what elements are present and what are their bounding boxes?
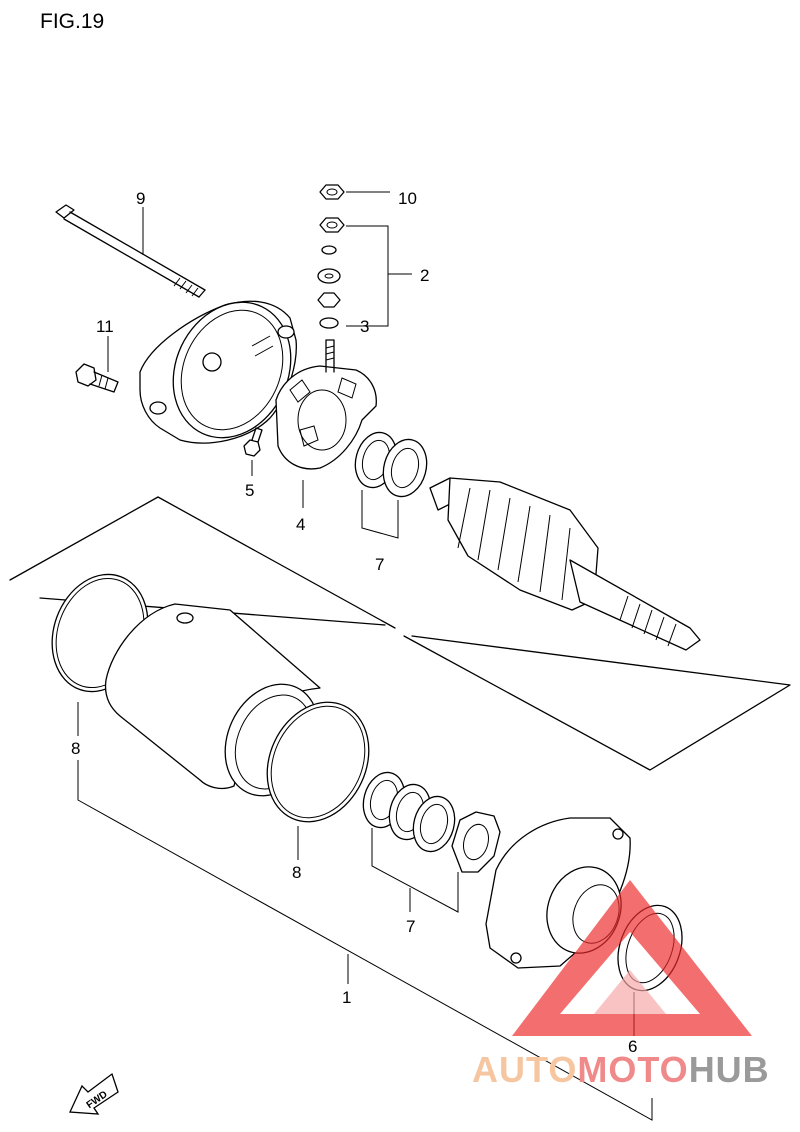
callout-5: 5 [245, 481, 254, 500]
callout-7-lower: 7 [406, 917, 415, 936]
nut-washer-stack [317, 184, 345, 329]
fwd-arrow: FWD [69, 1072, 119, 1115]
callout-1: 1 [342, 988, 351, 1007]
callout-7-upper: 7 [375, 555, 384, 574]
short-bolt [75, 363, 119, 393]
through-bolt [55, 204, 206, 298]
callout-3: 3 [360, 317, 369, 336]
lower-washers [362, 771, 501, 873]
watermark-hub: HUB [689, 1049, 770, 1090]
watermark-text: AUTOMOTOHUB [472, 1049, 770, 1090]
callout-8-right: 8 [292, 863, 301, 882]
brush-holder-plate [275, 339, 377, 470]
watermark-logo [512, 880, 752, 1036]
assembly-outline [9, 496, 791, 771]
callout-10: 10 [398, 189, 417, 208]
callout-4: 4 [296, 515, 305, 534]
callout-6: 6 [628, 1037, 637, 1056]
watermark-auto: AUTO [472, 1049, 577, 1090]
armature [429, 477, 701, 651]
leader-lines [77, 191, 653, 1121]
callout-8-left: 8 [71, 739, 80, 758]
watermark-moto: MOTO [577, 1049, 688, 1090]
callout-9: 9 [136, 189, 145, 208]
rear-end-cover [139, 300, 297, 444]
warning-triangle-icon [512, 880, 752, 1036]
callout-11: 11 [96, 317, 114, 336]
figure-title: FIG.19 [40, 10, 104, 33]
upper-washers [354, 431, 428, 498]
callout-2: 2 [420, 266, 429, 285]
small-screw [243, 427, 263, 457]
o-ring-right [266, 701, 370, 823]
